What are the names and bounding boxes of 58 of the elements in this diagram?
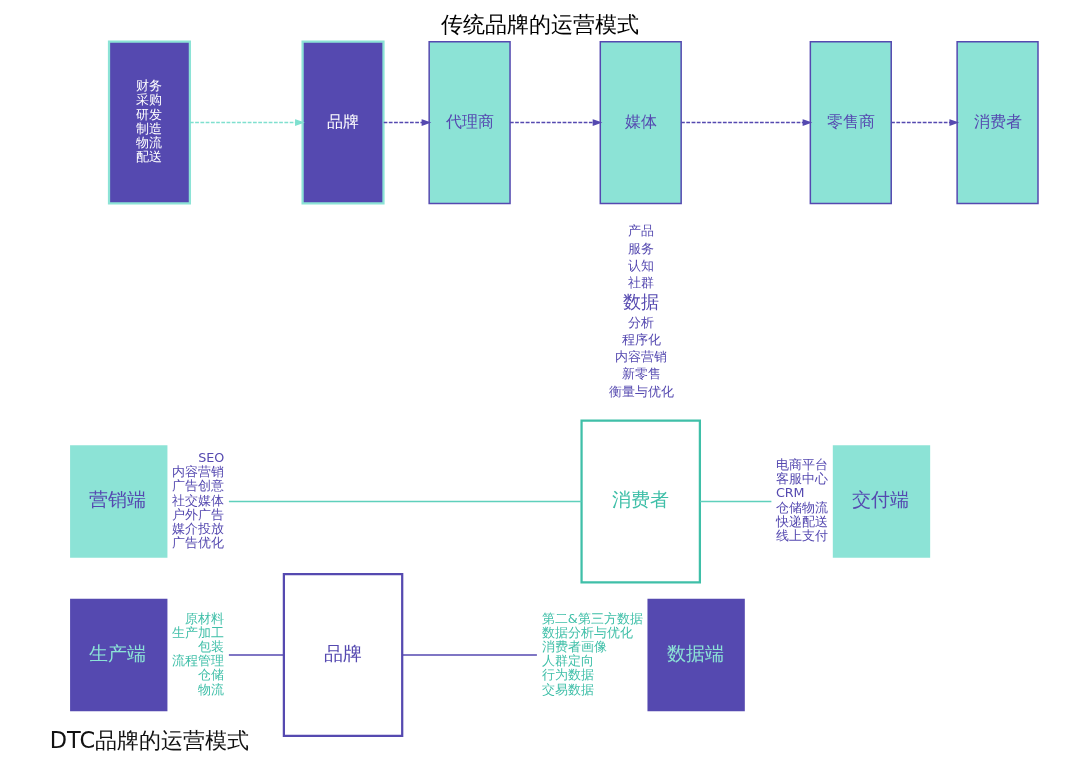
node-box: 营销端 (70, 445, 168, 558)
connector (699, 500, 773, 503)
node-label: 快递配送 (775, 513, 828, 529)
node-label: 仓储物流 (775, 499, 828, 515)
node-box: 媒体 (599, 40, 682, 205)
node-label: SEO (198, 449, 225, 465)
node-label: 物流 (198, 681, 225, 697)
node-box: 消费者 (580, 419, 701, 584)
node-label: 数据分析与优化 (541, 624, 633, 640)
label: 内容营销 (614, 349, 667, 365)
node-box: 交付端 (832, 445, 931, 558)
arrow (382, 119, 432, 126)
node-label: 电商平台 (775, 457, 828, 473)
connector (401, 654, 538, 656)
label: 数据 (622, 291, 659, 313)
node-label: 包装 (198, 638, 225, 654)
node-box: 数据端 (647, 598, 745, 712)
node-label: 流程管理 (171, 653, 224, 669)
label: 衡量与优化 (608, 383, 674, 399)
node-label: 广告创意 (171, 478, 224, 494)
node-label: 户外广告 (171, 506, 224, 522)
label: 认知 (627, 257, 654, 273)
node-box: 生产端 (70, 598, 168, 712)
node-label: 第二&第三方数据 (541, 610, 643, 626)
node-label: 原材料 (185, 610, 225, 626)
node-box: 品牌 (282, 573, 404, 738)
label: 产品 (627, 223, 654, 239)
node-label: 行为数据 (541, 667, 594, 683)
arrow (890, 119, 960, 126)
node-box: 财务 采购 研发 制造 物流 配送 (107, 40, 192, 205)
node-box: 消费者 (956, 40, 1039, 205)
node-label: 线上支付 (775, 528, 828, 544)
label: 新零售 (621, 366, 661, 382)
connector (228, 654, 285, 656)
arrow (680, 119, 813, 126)
node-box: 品牌 (301, 40, 385, 205)
label: 服务 (627, 240, 654, 256)
label: 程序化 (621, 331, 661, 347)
node-label: 消费者画像 (541, 638, 607, 654)
node-label: 内容营销 (171, 464, 224, 480)
node-label: 媒介投放 (171, 521, 224, 537)
node-label: 社交媒体 (171, 492, 224, 508)
label: 分析 (627, 314, 654, 330)
node-label: 客服中心 (775, 471, 828, 487)
diagram-title: 传统品牌的运营模式 (441, 10, 639, 37)
node-box: 代理商 (428, 40, 511, 205)
label: 社群 (627, 275, 654, 291)
node-label: 生产加工 (171, 624, 224, 640)
arrow (509, 119, 603, 126)
node-box: 零售商 (809, 40, 892, 205)
arrow (189, 119, 305, 126)
node-label: 交易数据 (541, 681, 594, 697)
connector (228, 500, 583, 503)
node-label: CRM (775, 485, 805, 501)
node-label: 仓储 (198, 667, 225, 683)
node-label: 广告优化 (171, 535, 224, 551)
label: DTC品牌的运营模式 (49, 727, 250, 754)
node-label: 人群定向 (541, 653, 594, 669)
